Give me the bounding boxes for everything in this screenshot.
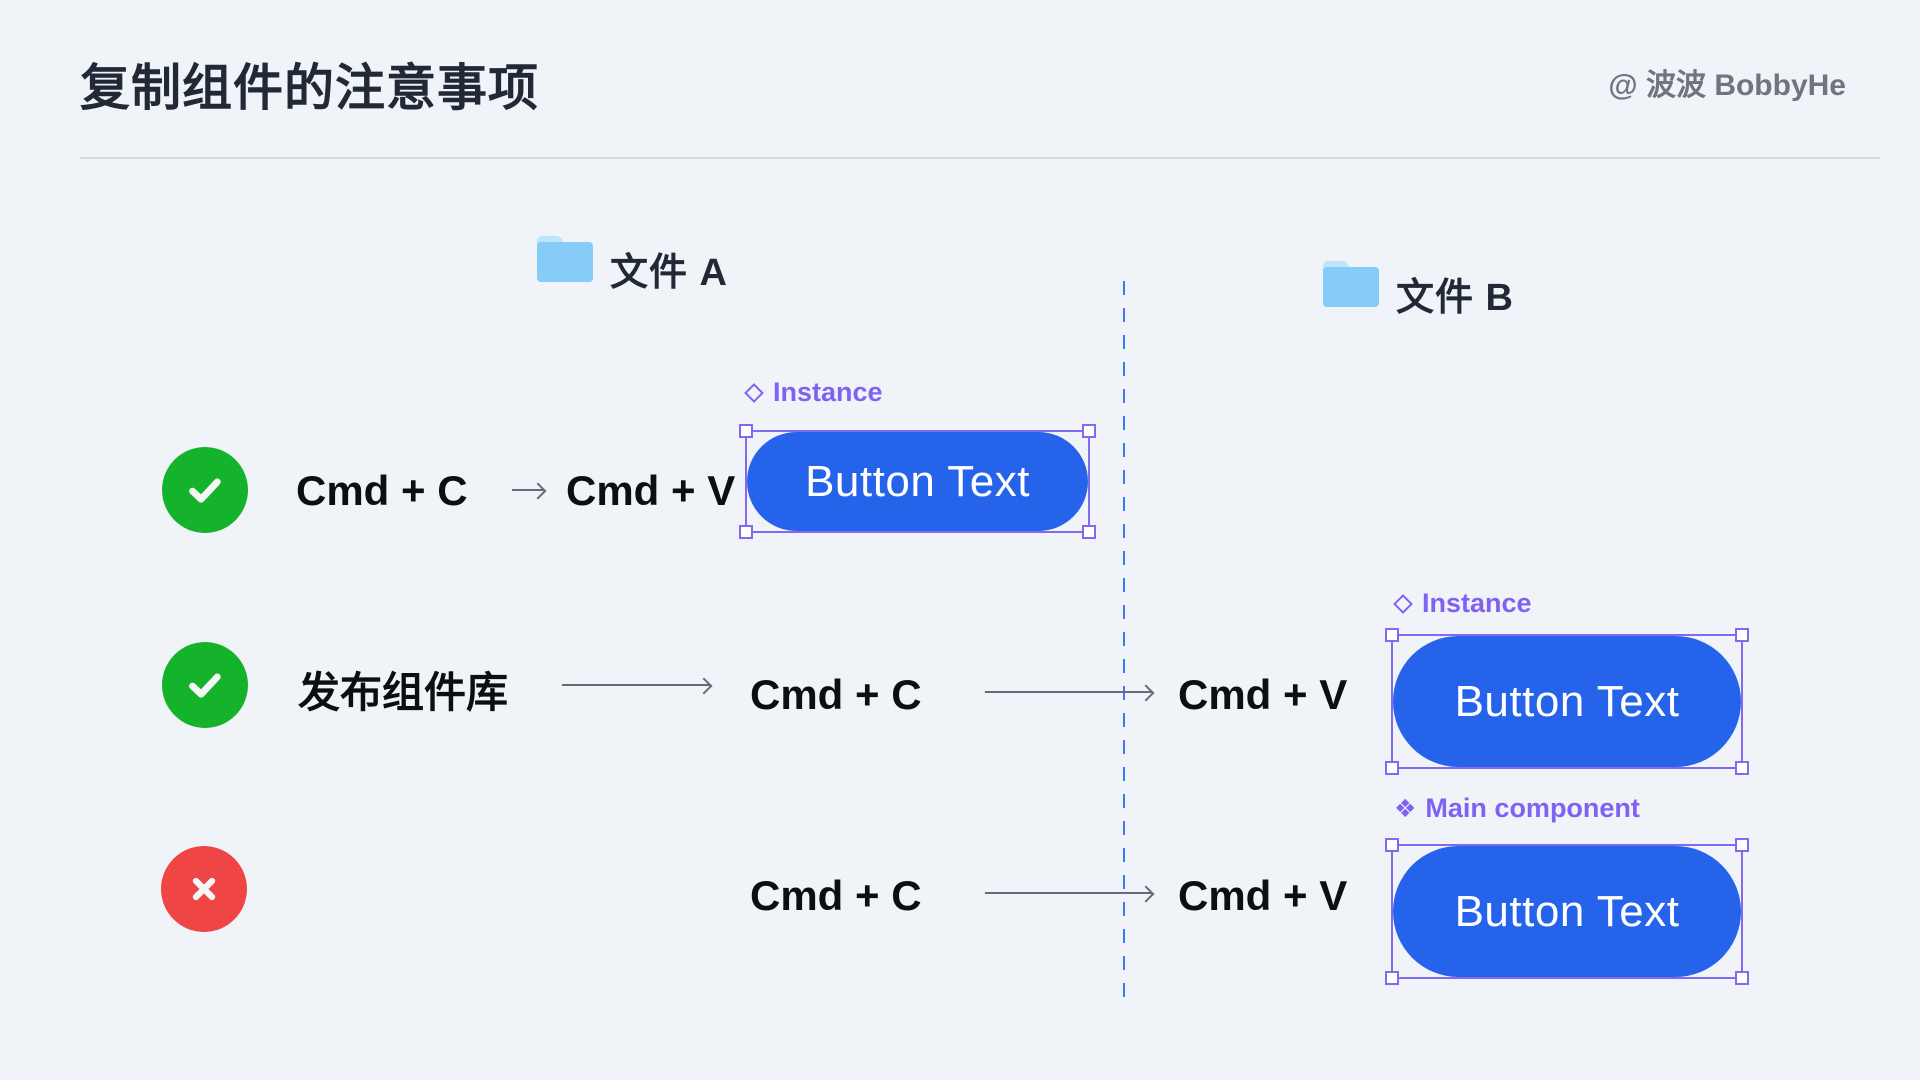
selection-handle	[1385, 761, 1399, 775]
button-component: Button Text	[747, 432, 1088, 531]
main-component-tag: ❖ Main component	[1394, 793, 1640, 824]
selection-handle	[739, 424, 753, 438]
error-icon	[161, 846, 247, 932]
success-icon	[162, 642, 248, 728]
checkmark-icon	[189, 673, 221, 698]
file-b-label: 文件 B	[1396, 277, 1515, 319]
step-label: Cmd + C	[750, 872, 922, 919]
dashed-file-divider	[1123, 281, 1125, 999]
step-label: Cmd + V	[1178, 671, 1348, 718]
selection-handle	[1735, 761, 1749, 775]
flow-arrow-icon	[512, 489, 544, 491]
step-label: 发布组件库	[298, 669, 509, 716]
selection-handle	[1082, 424, 1096, 438]
selection-handle	[1735, 838, 1749, 852]
selection-handle	[1082, 525, 1096, 539]
checkmark-icon	[189, 478, 221, 503]
main-component-tag-label: Main component	[1425, 793, 1640, 823]
page-title: 复制组件的注意事项	[80, 60, 539, 116]
selection-handle	[1385, 628, 1399, 642]
button-component: Button Text	[1393, 846, 1741, 977]
figma-selection-frame: Button Text	[1385, 838, 1749, 985]
step-label: Cmd + C	[296, 467, 468, 514]
folder-icon	[537, 236, 593, 282]
folder-body	[1323, 267, 1379, 307]
main-component-icon: ❖	[1394, 794, 1417, 823]
success-icon	[162, 447, 248, 533]
x-icon	[192, 877, 216, 901]
author-credit: @ 波波 BobbyHe	[1608, 69, 1846, 102]
instance-tag-label: Instance	[773, 377, 883, 407]
instance-diamond-icon	[744, 382, 764, 403]
instance-tag-label: Instance	[1422, 588, 1532, 618]
figma-selection-frame: Button Text	[1385, 628, 1749, 775]
file-a-label: 文件 A	[610, 252, 729, 294]
flow-arrow-icon	[562, 684, 710, 686]
selection-handle	[1735, 628, 1749, 642]
figma-selection-frame: Button Text	[739, 424, 1096, 539]
instance-tag: Instance	[1392, 588, 1532, 619]
button-component: Button Text	[1393, 636, 1741, 767]
flow-arrow-icon	[985, 691, 1152, 693]
selection-handle	[1735, 971, 1749, 985]
step-label: Cmd + V	[1178, 872, 1348, 919]
step-label: Cmd + V	[566, 467, 736, 514]
flow-arrow-icon	[985, 892, 1152, 894]
selection-handle	[739, 525, 753, 539]
instance-diamond-icon	[1393, 593, 1413, 614]
folder-body	[537, 242, 593, 282]
instance-tag: Instance	[743, 377, 883, 408]
selection-handle	[1385, 971, 1399, 985]
folder-icon	[1323, 261, 1379, 307]
step-label: Cmd + C	[750, 671, 922, 718]
header-divider	[80, 157, 1880, 159]
selection-handle	[1385, 838, 1399, 852]
